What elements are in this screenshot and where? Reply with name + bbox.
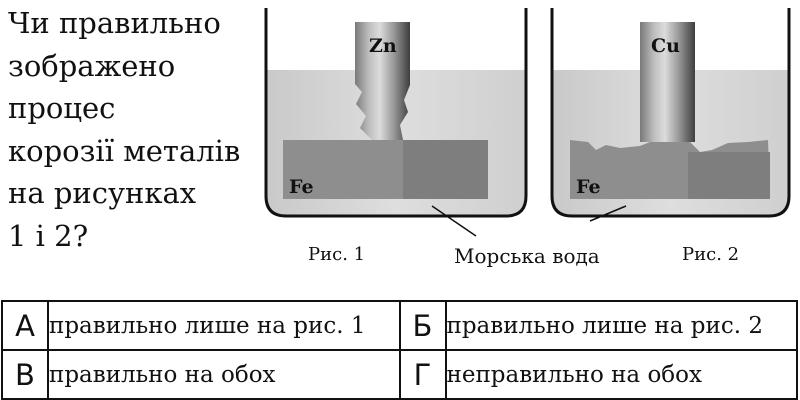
sea-water-label: Морська вода [454,244,600,268]
question-line: процес [8,91,116,125]
plate-label: Fe [289,176,314,198]
option-g[interactable]: неправильно на обох [444,349,798,400]
option-letter-g[interactable]: Г [398,349,447,400]
question-line: 1 і 2? [8,218,89,253]
copper-rod [640,22,695,142]
question-line: на рисунках [8,176,197,210]
option-b[interactable]: правильно лише на рис. 2 [444,300,798,351]
iron-plate-shade [403,140,488,199]
beaker-outline [550,8,791,218]
figure-caption: Рис. 2 [682,244,739,265]
zinc-rod [355,22,410,140]
figure-2: Cu Fe Рис. 2 [550,8,791,265]
answer-options: А правильно лише на рис. 1 Б правильно л… [1,300,798,400]
question-line: Чи правильно [8,6,221,40]
figure-caption: Рис. 1 [308,244,365,265]
rod-label: Cu [651,35,680,57]
pointer-line [589,205,627,222]
plate-label: Fe [576,176,601,198]
pointer-line [431,205,477,237]
option-letter-b[interactable]: Б [398,300,447,351]
option-letter-a[interactable]: А [1,300,49,351]
option-a[interactable]: правильно лише на рис. 1 [47,300,401,351]
option-v[interactable]: правильно на обох [47,349,401,400]
corrosion-figures: Zn Fe Рис. 1 Cu Fe Рис. 2 Морська вода [264,8,791,268]
beaker-outline [264,8,528,218]
question-line: корозії металів [8,133,241,168]
option-letter-v[interactable]: В [1,349,49,400]
iron-plate-shade [688,152,770,199]
question-line: зображено [8,48,176,83]
rod-label: Zn [369,35,397,57]
question-text: Чи правильно зображено процес корозії ме… [8,2,258,257]
figure-1: Zn Fe Рис. 1 [264,8,528,265]
